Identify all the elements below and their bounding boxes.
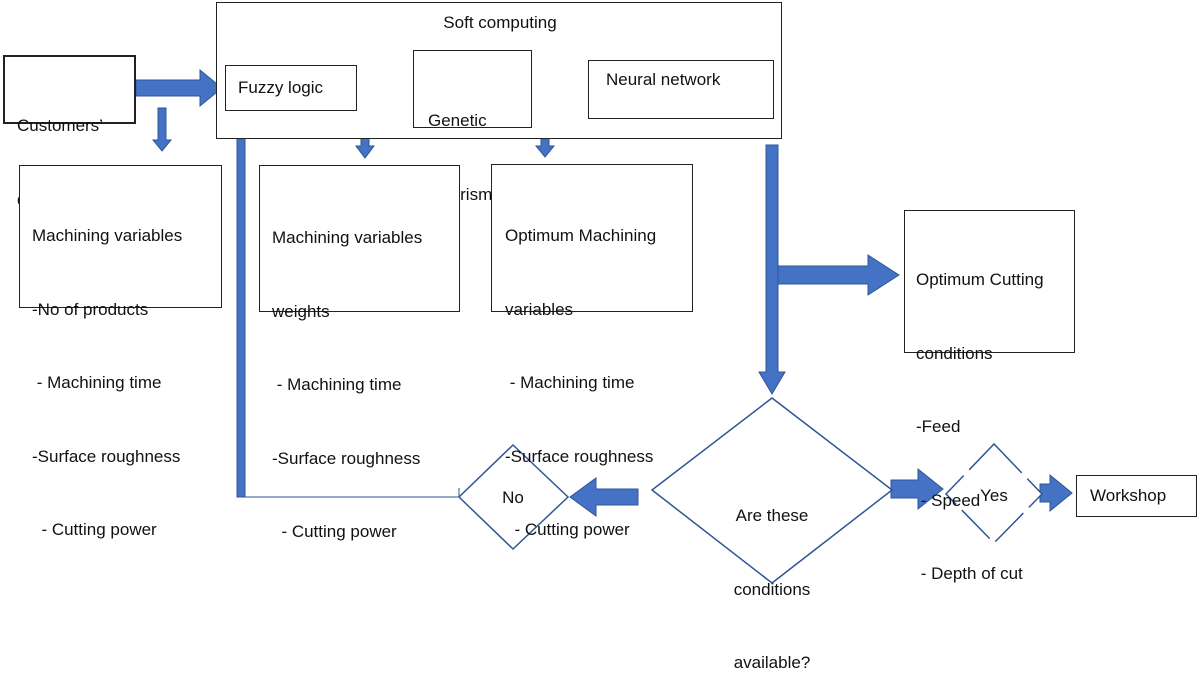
yes-diamond [944, 442, 1044, 545]
cutting-conditions-item: - Speed [916, 490, 981, 510]
neural-network-box: Neural network [588, 60, 774, 119]
arrow-soft-computing-down [758, 144, 786, 395]
decision-line-2: conditions [733, 579, 811, 599]
no-label: No [502, 488, 524, 507]
machining-variables-item: -Surface roughness [32, 446, 181, 466]
optimum-variables-title-1: Optimum Machining [505, 226, 657, 245]
neural-network-label: Neural network [606, 70, 721, 89]
machining-variables-item: - Cutting power [32, 520, 157, 539]
arrow-customers-to-fuzzy [135, 68, 223, 108]
workshop-box: Workshop [1076, 475, 1197, 517]
customers-line-1: Customers’ [17, 116, 103, 135]
arrow-customers-down [151, 107, 173, 152]
cutting-conditions-item: -Feed [916, 417, 961, 436]
soft-computing-title: Soft computing [443, 13, 557, 32]
decision-line-3: available? [733, 653, 811, 672]
arrow-to-cutting-conditions [777, 254, 900, 296]
cutting-conditions-title-1: Optimum Cutting [916, 270, 1044, 289]
decision-text: Are these conditions available? [692, 455, 852, 700]
optimum-variables-item: -Surface roughness [505, 446, 654, 466]
machining-variables-title: Machining variables [32, 226, 183, 245]
genetic-algorism-box: Genetic algorism [413, 50, 532, 204]
no-diamond [457, 443, 570, 551]
variable-weights-item: - Cutting power [272, 522, 397, 541]
optimum-variables-item: - Machining time [505, 373, 635, 392]
decision-diamond [650, 397, 894, 584]
optimum-variables-box: Optimum Machining variables - Machining … [491, 164, 693, 539]
arrow-yes-to-workshop [1039, 473, 1073, 513]
decision-line-1: Are these [735, 506, 809, 525]
customers-demands-box: Customers’ demands [3, 55, 136, 209]
optimum-variables-item: - Cutting power [505, 520, 630, 539]
cutting-conditions-item: - Depth of cut [916, 564, 1023, 583]
variable-weights-title-2: weights [272, 301, 330, 321]
machining-variables-box: Machining variables -No of products - Ma… [19, 165, 222, 539]
workshop-label: Workshop [1090, 486, 1167, 505]
arrow-decision-to-no [569, 477, 639, 517]
variable-weights-box: Machining variables weights - Machining … [259, 165, 460, 541]
cutting-conditions-title-2: conditions [916, 343, 993, 363]
arrow-decision-to-yes [890, 467, 944, 511]
machining-variables-item: -No of products [32, 299, 149, 319]
variable-weights-item: -Surface roughness [272, 448, 421, 468]
optimum-variables-title-2: variables [505, 299, 574, 319]
yes-label: Yes [980, 486, 1008, 505]
genetic-line-1: Genetic [428, 111, 487, 130]
variable-weights-item: - Machining time [272, 375, 402, 394]
diagram-connectors [135, 66, 1073, 584]
variable-weights-title-1: Machining variables [272, 228, 423, 247]
machining-variables-item: - Machining time [32, 373, 162, 392]
cutting-conditions-box: Optimum Cutting conditions -Feed - Speed… [904, 210, 1075, 583]
fuzzy-logic-box: Fuzzy logic [225, 65, 357, 111]
fuzzy-logic-label: Fuzzy logic [238, 78, 324, 97]
